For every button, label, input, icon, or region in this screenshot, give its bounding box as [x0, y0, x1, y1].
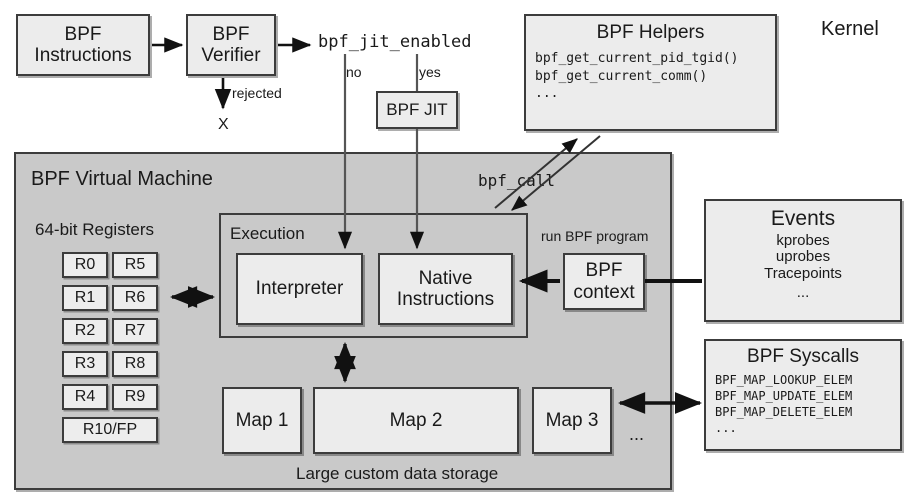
registers-title: 64-bit Registers — [35, 220, 155, 239]
bpf-syscall-item-0: BPF_MAP_LOOKUP_ELEM — [715, 373, 853, 388]
bpf-syscalls-box: BPF Syscalls BPF_MAP_LOOKUP_ELEM BPF_MAP… — [704, 339, 902, 451]
native-instructions-box: Native Instructions — [378, 253, 513, 325]
vm-title: BPF Virtual Machine — [31, 168, 213, 190]
rejected-x-marker: X — [218, 116, 229, 133]
events-item-1: uprobes — [775, 248, 831, 266]
bpf-instructions-line2: Instructions — [34, 45, 132, 66]
events-box: Events kprobes uprobes Tracepoints ... — [704, 199, 902, 322]
bpf-context-box: BPF context — [563, 253, 645, 310]
bpf-verifier-line1: BPF — [212, 23, 250, 45]
rejected-label: rejected — [232, 85, 282, 101]
native-instructions-line2: Instructions — [396, 289, 495, 310]
bpf-instructions-line1: BPF — [64, 23, 102, 45]
register-r9: R9 — [112, 384, 158, 410]
register-r4: R4 — [62, 384, 108, 410]
bpf-jit-box: BPF JIT — [376, 91, 458, 129]
map-1-label: Map 1 — [235, 409, 289, 431]
register-r8: R8 — [112, 351, 158, 377]
branch-yes-label: yes — [419, 64, 441, 80]
bpf-verifier-box: BPF Verifier — [186, 14, 276, 76]
map-3-box: Map 3 — [532, 387, 612, 454]
map-1-box: Map 1 — [222, 387, 302, 454]
bpf-context-line2: context — [573, 281, 635, 303]
register-r1: R1 — [62, 285, 108, 311]
register-r0: R0 — [62, 252, 108, 278]
interpreter-box: Interpreter — [236, 253, 363, 325]
branch-no-label: no — [346, 64, 362, 80]
events-item-3: ... — [796, 283, 810, 301]
bpf-instructions-box: BPF Instructions — [16, 14, 150, 76]
bpf-helper-fn-0: bpf_get_current_pid_tgid() — [535, 51, 739, 67]
bpf-helpers-title: BPF Helpers — [596, 22, 705, 43]
bpf-helpers-box: BPF Helpers bpf_get_current_pid_tgid() b… — [524, 14, 777, 131]
bpf-syscall-item-1: BPF_MAP_UPDATE_ELEM — [715, 389, 853, 404]
register-r5: R5 — [112, 252, 158, 278]
native-instructions-line1: Native — [418, 267, 473, 289]
bpf-jit-enabled-label: bpf_jit_enabled — [318, 32, 472, 52]
map-2-label: Map 2 — [389, 409, 443, 431]
register-r10-fp: R10/FP — [62, 417, 158, 443]
register-r6: R6 — [112, 285, 158, 311]
register-r7: R7 — [112, 318, 158, 344]
map-2-box: Map 2 — [313, 387, 519, 454]
events-title: Events — [770, 207, 836, 230]
storage-label: Large custom data storage — [296, 464, 499, 483]
bpf-helper-fn-2: ... — [535, 86, 559, 102]
kernel-label: Kernel — [821, 18, 879, 40]
bpf-syscall-item-3: ... — [715, 421, 737, 436]
run-bpf-program-label: run BPF program — [541, 228, 649, 244]
bpf-helper-fn-1: bpf_get_current_comm() — [535, 68, 708, 84]
bpf-syscall-item-2: BPF_MAP_DELETE_ELEM — [715, 405, 853, 420]
interpreter-label: Interpreter — [255, 278, 344, 300]
events-item-2: Tracepoints — [764, 265, 842, 283]
map-3-label: Map 3 — [545, 409, 599, 431]
register-r2: R2 — [62, 318, 108, 344]
bpf-call-label: bpf_call — [478, 171, 556, 190]
bpf-context-line1: BPF — [585, 260, 623, 282]
bpf-jit-label: BPF JIT — [386, 100, 448, 120]
execution-title: Execution — [230, 224, 305, 243]
bpf-syscalls-title: BPF Syscalls — [747, 346, 859, 367]
events-item-0: kprobes — [776, 231, 830, 249]
register-r3: R3 — [62, 351, 108, 377]
bpf-verifier-line2: Verifier — [201, 45, 261, 66]
maps-ellipsis-label: ... — [629, 424, 645, 444]
